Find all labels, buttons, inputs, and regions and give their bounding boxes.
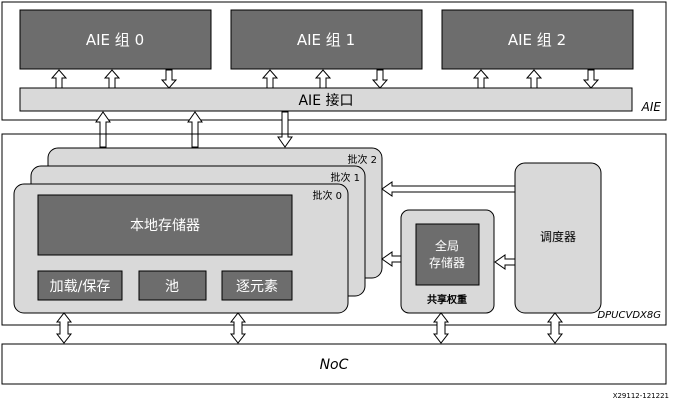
arrow-up-icon bbox=[103, 69, 121, 89]
aie-interface-label: AIE 接口 bbox=[298, 92, 353, 109]
local-memory-label: 本地存储器 bbox=[130, 218, 200, 234]
arrow-left-icon bbox=[381, 251, 402, 267]
internal-arrows bbox=[381, 181, 516, 270]
noc-bar bbox=[1, 343, 667, 385]
scheduler-label: 调度器 bbox=[540, 229, 576, 244]
load-store-unit bbox=[37, 270, 123, 301]
arrow-down-icon bbox=[582, 69, 600, 89]
aie-to-dpu-arrows bbox=[95, 111, 293, 148]
arrow-double-icon bbox=[546, 312, 564, 344]
global-memory-box bbox=[415, 223, 480, 286]
aie-interface-bar bbox=[19, 87, 633, 112]
arrow-down-icon bbox=[371, 69, 389, 89]
elementwise-label: 逐元素 bbox=[236, 279, 278, 295]
noc-label: NoC bbox=[320, 357, 349, 373]
pool-unit bbox=[138, 270, 207, 301]
dpu-section-label: DPUCVDX8G bbox=[597, 310, 661, 321]
batch-2-label: 批次 2 bbox=[347, 153, 377, 166]
arrow-left-icon bbox=[381, 181, 516, 197]
arrow-double-icon bbox=[432, 312, 450, 344]
scheduler-box bbox=[514, 162, 602, 314]
arrow-up-icon bbox=[472, 69, 490, 89]
arrow-left-icon bbox=[494, 254, 516, 270]
arrow-up-icon bbox=[187, 111, 203, 148]
local-memory-box bbox=[37, 194, 293, 256]
aie-group-2-box bbox=[441, 9, 634, 70]
arrow-down-icon bbox=[160, 69, 178, 89]
arrow-down-icon bbox=[277, 111, 293, 148]
dpu-to-noc-arrows bbox=[55, 312, 564, 344]
aie-group-1-label: AIE 组 1 bbox=[297, 31, 355, 49]
pool-label: 池 bbox=[165, 279, 179, 295]
dpu-section-frame bbox=[1, 133, 667, 326]
aie-group-2-label: AIE 组 2 bbox=[508, 31, 566, 49]
batch-0-label: 批次 0 bbox=[312, 189, 342, 202]
load-store-label: 加载/保存 bbox=[50, 279, 111, 295]
arrow-double-icon bbox=[55, 312, 73, 344]
arrow-up-icon bbox=[95, 111, 111, 148]
batch-1-label: 批次 1 bbox=[330, 171, 360, 184]
figure-id: X29112-121221 bbox=[613, 392, 669, 400]
arrow-up-icon bbox=[314, 69, 332, 89]
arrow-double-icon bbox=[229, 312, 247, 344]
shared-weights-label: 共享权重 bbox=[427, 293, 467, 306]
aie-group-1-box bbox=[230, 9, 423, 70]
aie-group-arrows bbox=[50, 69, 600, 89]
arrow-up-icon bbox=[261, 69, 279, 89]
aie-group-0-label: AIE 组 0 bbox=[86, 31, 144, 49]
aie-group-0-box bbox=[19, 9, 212, 70]
aie-section-label: AIE bbox=[641, 100, 662, 114]
global-memory-label-line2: 存储器 bbox=[429, 255, 465, 270]
global-memory-label-line1: 全局 bbox=[435, 238, 459, 253]
elementwise-unit bbox=[221, 270, 293, 301]
arrow-up-icon bbox=[50, 69, 68, 89]
arrow-up-icon bbox=[525, 69, 543, 89]
